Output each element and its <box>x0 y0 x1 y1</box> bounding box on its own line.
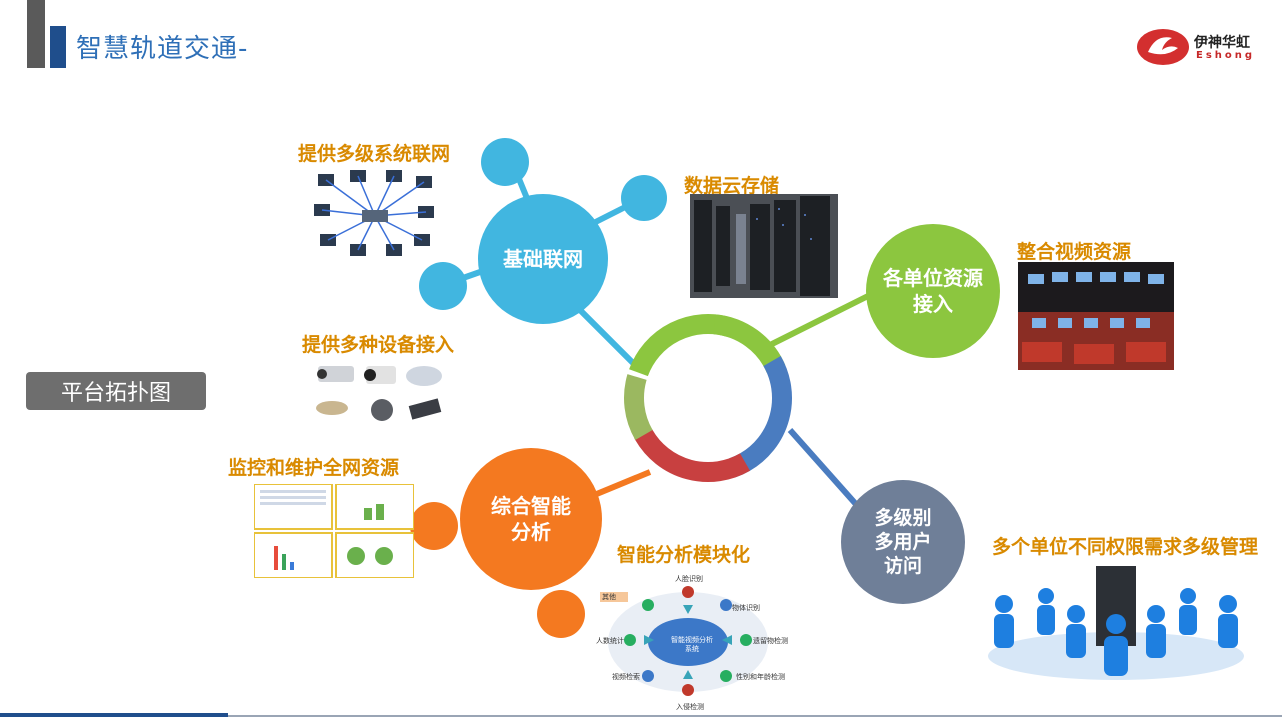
satellite-dot <box>481 138 529 186</box>
footer-accent <box>0 713 228 717</box>
header-accent-bar <box>27 0 45 68</box>
module-node-label: 视频检索 <box>612 673 640 681</box>
satellite-dot <box>419 262 467 310</box>
users-network-image <box>984 560 1248 684</box>
satellite-dot <box>537 590 585 638</box>
devices-image <box>314 360 450 428</box>
label-device-access: 提供多种设备接入 <box>302 334 455 356</box>
smart-modules-diagram <box>590 572 786 712</box>
page-title: 智慧轨道交通- <box>76 34 249 64</box>
hub-basic-network: 基础联网 <box>478 194 608 324</box>
module-node-label: 遗留物检测 <box>753 637 788 645</box>
label-monitor-resources: 监控和维护全网资源 <box>228 457 400 479</box>
hub-smart-analysis-label: 综合智能 分析 <box>491 494 571 544</box>
hub-basic-network-label: 基础联网 <box>503 247 583 271</box>
module-center-label: 智能视频分析 系统 <box>671 636 713 653</box>
module-node-label: 人数统计 <box>596 637 624 645</box>
label-cloud-storage: 数据云存储 <box>684 175 780 197</box>
monitoring-screens-image <box>253 483 415 579</box>
hub-multi-user-label: 多级别 多用户 访问 <box>874 507 932 577</box>
label-permission-mgmt: 多个单位不同权限需求多级管理 <box>992 536 1259 558</box>
hub-multi-user: 多级别 多用户 访问 <box>841 480 965 604</box>
logo-en: Eshong <box>1196 50 1256 61</box>
central-ring <box>622 312 794 484</box>
footer-line <box>0 715 1282 717</box>
server-room-image <box>690 194 838 298</box>
logo-icon <box>1136 28 1190 66</box>
module-other-tag: 其他 <box>602 593 616 601</box>
label-smart-modules: 智能分析模块化 <box>617 544 751 566</box>
module-node-label: 性别和年龄检测 <box>736 673 785 681</box>
logo-cn: 伊神华虹 <box>1194 35 1250 51</box>
hub-unit-access-label: 各单位资源 接入 <box>883 266 983 316</box>
topology-label: 平台拓扑图 <box>26 372 206 410</box>
hub-smart-analysis: 综合智能 分析 <box>460 448 602 590</box>
control-room-image <box>1018 262 1174 370</box>
label-video-resources: 整合视频资源 <box>1017 241 1132 263</box>
header-accent-bar-blue <box>50 26 66 68</box>
module-node-label: 人脸识别 <box>675 575 703 583</box>
label-multi-system: 提供多级系统联网 <box>298 143 451 165</box>
module-node-label: 物体识别 <box>732 604 760 612</box>
network-topology-image <box>310 168 440 266</box>
satellite-dot <box>621 175 667 221</box>
hub-unit-access: 各单位资源 接入 <box>866 224 1000 358</box>
module-node-label: 入侵检测 <box>676 703 704 711</box>
satellite-dot <box>410 502 458 550</box>
